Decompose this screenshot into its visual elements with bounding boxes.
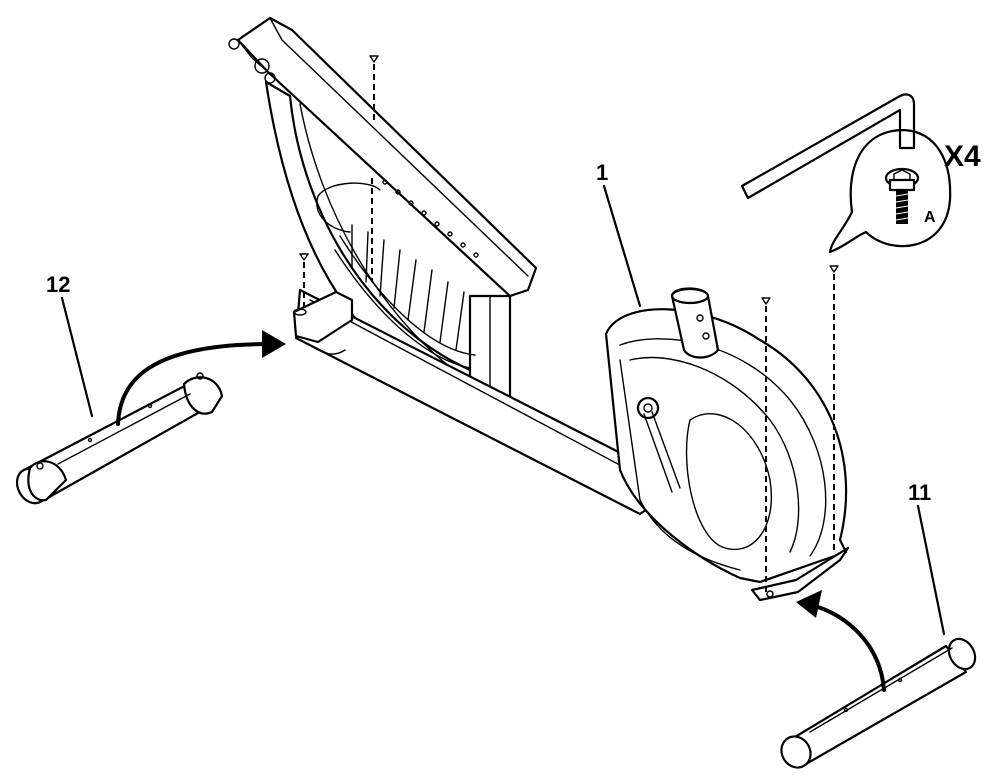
bolt-guides xyxy=(299,55,839,596)
assembly-arrow-icon xyxy=(116,330,886,692)
bolt-icon xyxy=(884,167,920,224)
main-frame xyxy=(228,16,662,516)
rear-stabilizer xyxy=(15,372,224,505)
adjustment-holes xyxy=(382,179,479,258)
leader-part-1 xyxy=(602,184,642,308)
allen-key-icon xyxy=(740,93,916,200)
flywheel-housing xyxy=(604,287,850,602)
part-11-label: 11 xyxy=(908,480,931,505)
front-stabilizer xyxy=(780,637,977,769)
frame-basket xyxy=(316,182,476,369)
leader-part-12 xyxy=(60,296,94,418)
bolt-callout-bubble xyxy=(828,128,952,254)
part-12-label: 12 xyxy=(46,272,70,297)
leader-part-11 xyxy=(916,504,946,636)
quantity-label: X4 xyxy=(944,140,981,173)
bolt-letter-label: A xyxy=(924,209,936,226)
part-1-label: 1 xyxy=(596,160,608,185)
